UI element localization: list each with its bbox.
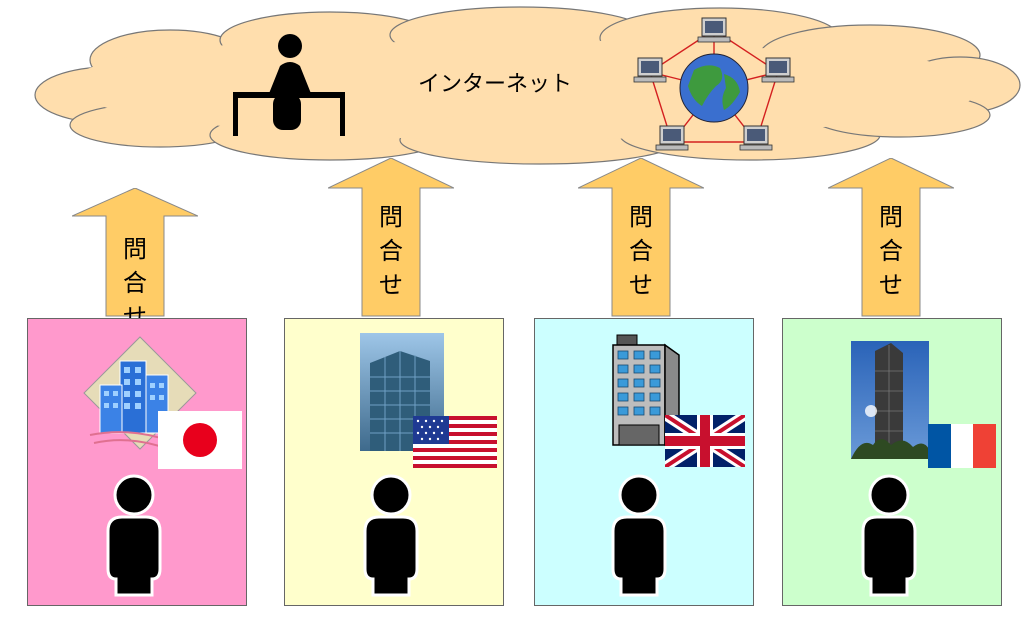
- inquiry-arrow-4: 問 合 せ: [828, 158, 954, 318]
- arrow-char: せ: [629, 271, 653, 299]
- france-flag-icon: [928, 424, 996, 468]
- arrow-char: 合: [123, 269, 147, 297]
- arrow-char: 問: [123, 235, 147, 263]
- panel-japan: [27, 318, 247, 606]
- inquiry-arrow-3: 問 合 せ: [578, 158, 704, 318]
- panel-usa: [284, 318, 504, 606]
- inquiry-arrow-1: 問 合 せ: [72, 188, 198, 331]
- panel-uk: [534, 318, 754, 606]
- arrow-char: 合: [379, 237, 403, 265]
- arrow-char: 合: [879, 237, 903, 265]
- arrow-char: せ: [879, 271, 903, 299]
- network-globe-icon: [633, 17, 795, 151]
- person-icon: [861, 474, 917, 597]
- japan-flag-icon: [158, 411, 242, 469]
- person-icon: [611, 474, 667, 597]
- arrow-char: せ: [379, 271, 403, 299]
- person-icon: [106, 474, 162, 597]
- inquiry-arrow-2: 問 合 せ: [328, 158, 454, 318]
- arrow-char: 問: [879, 203, 903, 231]
- panel-france: [782, 318, 1002, 606]
- uk-flag-icon: [665, 415, 745, 467]
- usa-flag-icon: [413, 416, 497, 468]
- person-at-desk-icon: [233, 34, 345, 136]
- skyscraper-photo: [851, 341, 929, 459]
- highrise-icon: [612, 334, 680, 446]
- arrow-char: 問: [379, 203, 403, 231]
- arrow-char: 問: [629, 203, 653, 231]
- internet-label: インターネット: [417, 72, 572, 97]
- person-icon: [363, 474, 419, 597]
- arrow-char: 合: [629, 237, 653, 265]
